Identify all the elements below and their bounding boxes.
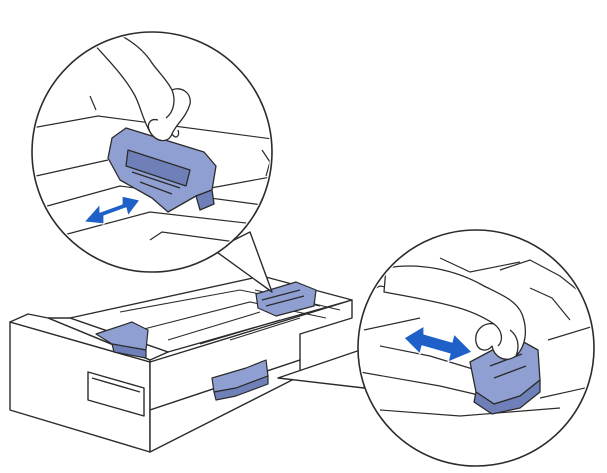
hand-icon	[383, 265, 527, 360]
callout-left-guide	[107, 127, 217, 213]
callout-right-circle	[357, 229, 595, 467]
tray-side-guide-right	[211, 359, 269, 401]
callout-right-guide	[469, 339, 541, 415]
tray-handle	[87, 371, 145, 417]
double-arrow-icon	[83, 195, 141, 225]
tray-side-guide-left	[95, 321, 149, 359]
callout-left	[31, 31, 273, 293]
hand-icon	[91, 34, 191, 142]
callout-right	[277, 229, 595, 467]
double-arrow-icon	[403, 325, 473, 363]
